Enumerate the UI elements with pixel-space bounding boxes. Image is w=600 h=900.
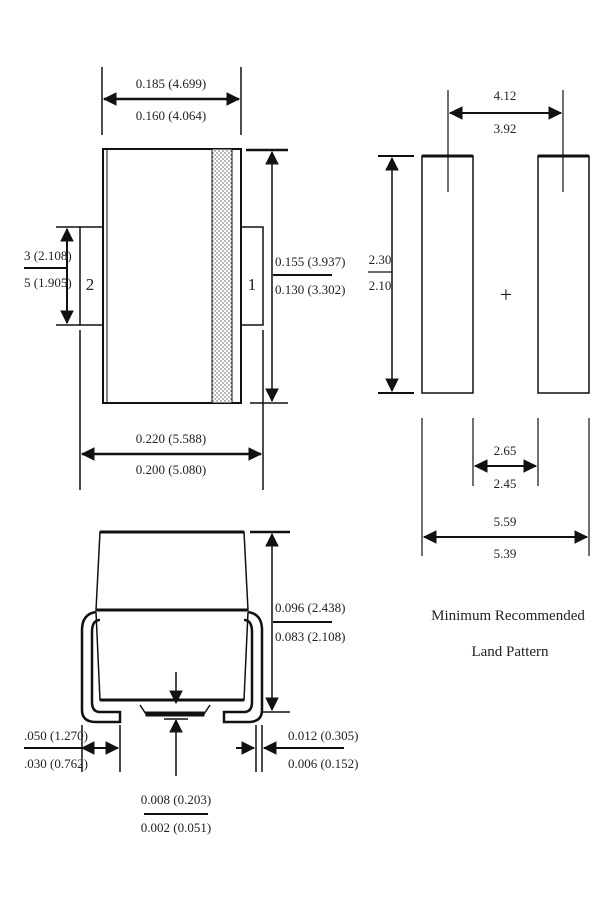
land-pattern [368, 90, 590, 556]
pad-width-lower: 3.92 [494, 121, 517, 136]
pad-height-lower: 2.10 [369, 278, 392, 293]
lead-span-lower: 0.200 (5.080) [136, 462, 206, 477]
lead-span-upper: 0.220 (5.588) [136, 431, 206, 446]
lead-thickness-upper: 0.012 (0.305) [288, 728, 358, 743]
lead-thickness-lower: 0.006 (0.152) [288, 756, 358, 771]
side-height-upper: 0.096 (2.438) [275, 600, 345, 615]
standoff-lower: 0.002 (0.051) [141, 820, 211, 835]
lead-length-upper: .050 (1.270) [24, 728, 88, 743]
lead-right [240, 226, 264, 326]
pin-1-label: 1 [248, 275, 257, 294]
side-lead-left [80, 610, 122, 724]
gap-upper: 2.65 [494, 443, 517, 458]
side-lead-right [222, 610, 264, 724]
standoff-upper: 0.008 (0.203) [141, 792, 211, 807]
lead-height-lower: 5 (1.905) [24, 275, 72, 290]
side-view [24, 530, 344, 815]
top-view [24, 67, 332, 490]
side-height-lower: 0.083 (2.108) [275, 629, 345, 644]
cathode-band [211, 148, 233, 404]
top-height-lower: 0.130 (3.302) [275, 282, 345, 297]
lead-height-upper: 3 (2.108) [24, 248, 72, 263]
top-width-lower: 0.160 (4.064) [136, 108, 206, 123]
center-mark: + [500, 282, 512, 307]
land-pattern-caption-line2: Land Pattern [471, 644, 549, 660]
land-pattern-caption-line1: Minimum Recommended [431, 608, 585, 624]
total-lower: 5.39 [494, 546, 517, 561]
pin-2-label: 2 [86, 275, 95, 294]
gap-lower: 2.45 [494, 476, 517, 491]
total-upper: 5.59 [494, 514, 517, 529]
side-body [95, 531, 249, 611]
top-width-upper: 0.185 (4.699) [136, 76, 206, 91]
pad-height-upper: 2.30 [369, 252, 392, 267]
top-height-upper: 0.155 (3.937) [275, 254, 345, 269]
lead-left [79, 226, 104, 326]
pad-width-upper: 4.12 [494, 88, 517, 103]
lead-length-lower: .030 (0.762) [24, 756, 88, 771]
